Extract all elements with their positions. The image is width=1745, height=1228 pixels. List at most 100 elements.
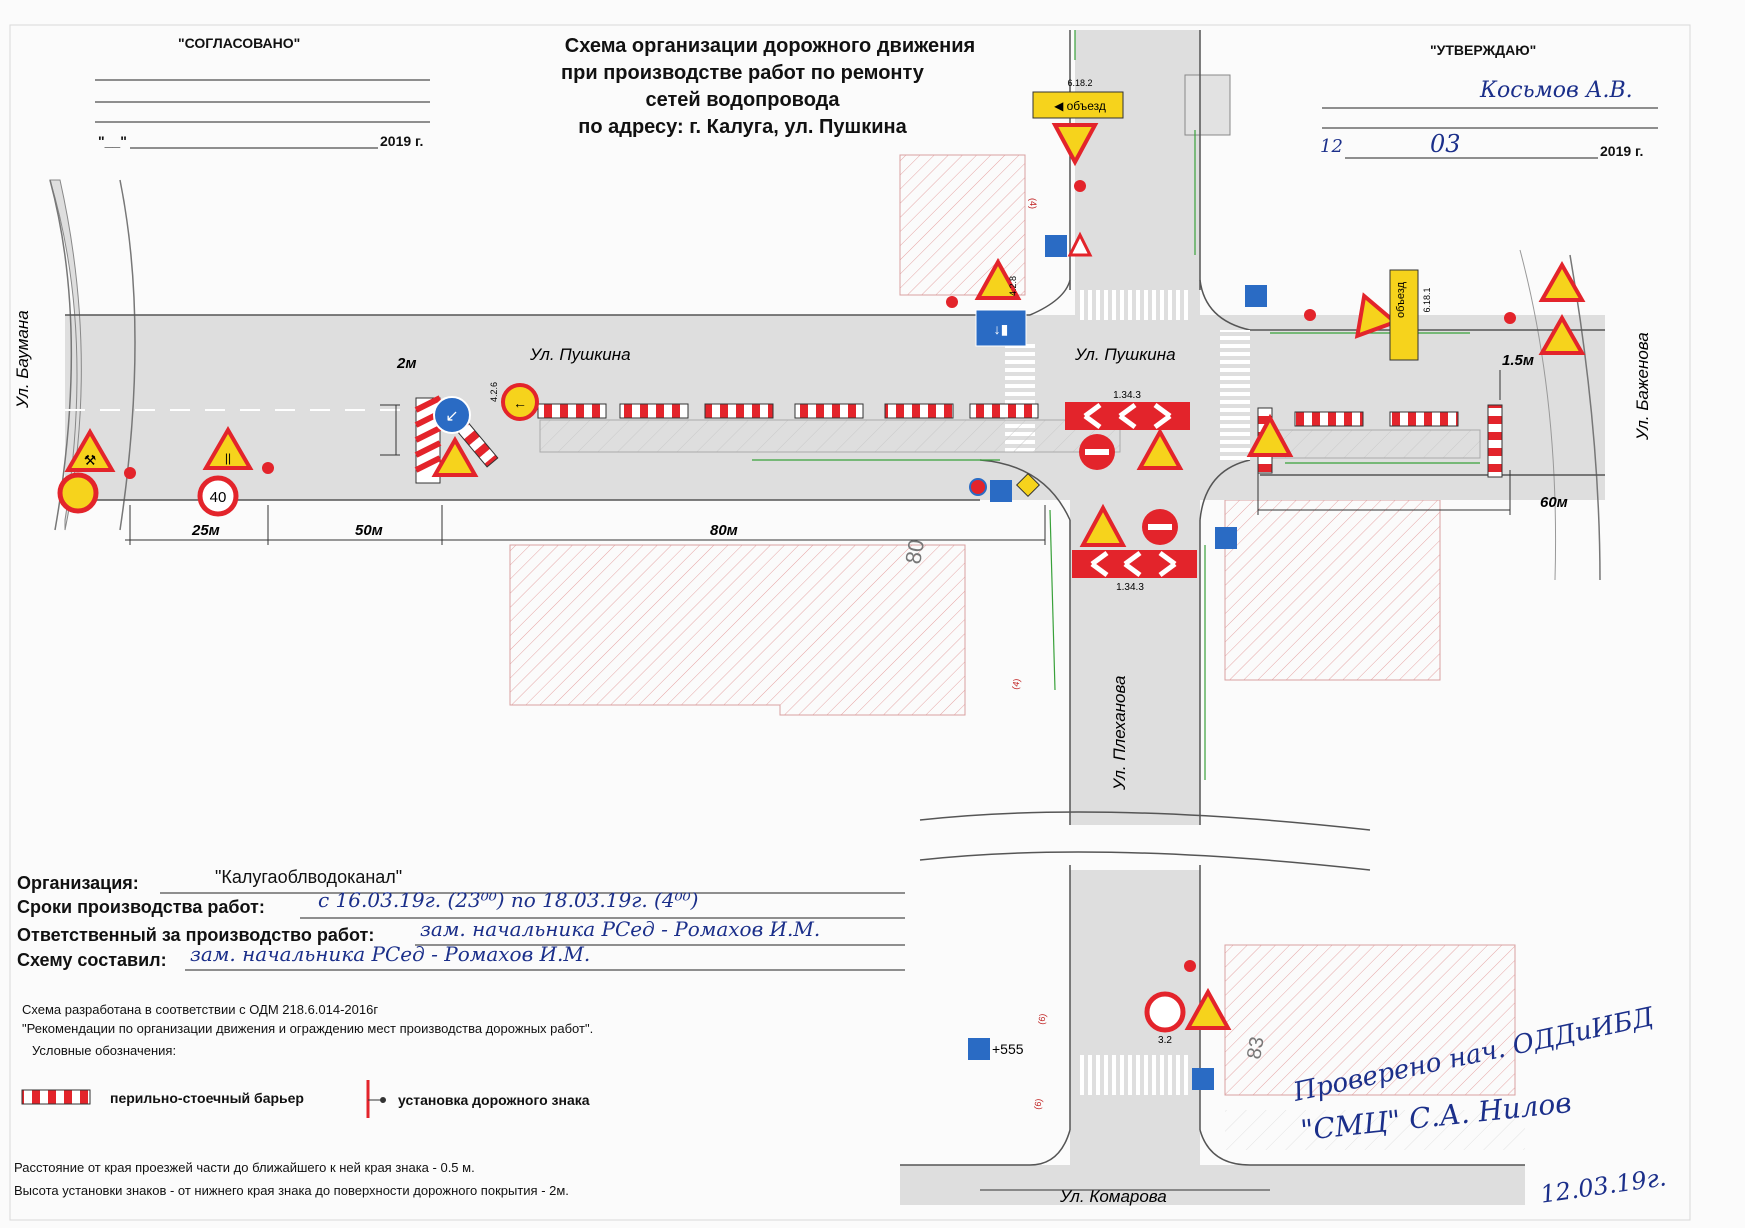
block-se-green [1225,1110,1525,1150]
building-83-number: 83 [1243,1035,1269,1061]
title-line-4: по адресу: г. Калуга, ул. Пушкина [578,116,907,138]
legend-sign-label: установка дорожного знака [398,1092,590,1108]
svg-text:←: ← [513,395,527,411]
org-label: Организация: [17,873,139,893]
title-line-3: сетей водопровода [645,89,840,111]
sign-roadworks-1: ⚒ [64,428,116,472]
crosswalk-s [1080,1055,1190,1095]
street-bazhenova: Ул. Баженова [1633,332,1652,441]
sign-roadworks-2 [431,435,479,477]
svg-text:↙: ↙ [445,408,458,425]
building-80 [509,544,966,716]
sign-roadworks-e2 [1538,313,1586,355]
approval-right-year: 2019 г. [1600,143,1644,159]
legend-title: Условные обозначения: [32,1043,177,1058]
sign-detour-arrow [433,396,471,434]
sign-32 [1144,991,1186,1033]
note-line-2: Высота установки знаков - от нижнего кра… [14,1183,569,1198]
approval-right-month: 03 [1430,130,1461,158]
detour-text: объезд [1395,281,1407,318]
sign-428 [975,309,1027,347]
marking-bottom-code: 1.34.3 [1116,582,1144,593]
approval-right-label: "УТВЕРЖДАЮ" [1430,42,1537,58]
approval-right-signer: Косьмов А.В. [1480,78,1633,103]
road-komarova [900,1165,1525,1205]
responsible-value: зам. начальника РСед - Ромахов И.М. [420,917,821,941]
sign-40 [197,475,239,517]
author-label: Схему составил: [17,950,167,970]
crosswalk-e [1220,330,1250,460]
svg-text:↓▮: ↓▮ [994,321,1009,337]
org-value: "Калугаоблводоканал" [215,867,403,887]
sign-crossing-n [1045,235,1067,257]
marking-top-code: 1.34.3 [1113,390,1141,401]
approval-right-day: 12 [1320,136,1343,157]
sign-roadworks-s [1184,987,1232,1030]
title-line-1: Схема организации дорожного движения [564,35,976,57]
dim-50: 50м [355,522,383,539]
street-pushkina-w: Ул. Пушкина [529,345,631,364]
sign-crossing-sw [968,1038,990,1060]
label-555: +555 [992,1041,1024,1057]
sign-main-road [1015,472,1041,498]
norm-line-1: Схема разработана в соответствии с ОДМ 2… [22,1002,379,1017]
street-baumana: Ул. Баумана [13,310,32,409]
sign-crossing-w [990,480,1012,502]
svg-text:||: || [225,451,231,465]
sign-no-overtake [57,472,99,514]
sign-narrowing-e [1538,260,1586,302]
sign-crossing-ne [1245,285,1267,307]
street-plekhanova: Ул. Плеханова [1110,676,1129,791]
norm-line-2: "Рекомендации по организации движения и … [22,1021,594,1036]
sign-roadworks-e3 [1246,413,1294,457]
dim-60: 60м [1540,494,1568,511]
sign-detour-6181 [1389,269,1419,361]
sign-1343-top [1065,402,1190,430]
approval-left-date: "__" [98,133,127,149]
road-north [1075,30,1200,320]
sign-6-label: (6) [1036,1013,1048,1026]
dim-15m: 1.5м [1502,352,1534,369]
building-ne-block [1224,499,1441,681]
green-fences [752,30,1480,780]
street-pushkina-e: Ул. Пушкина [1074,345,1176,364]
building-80-number: 80 [900,537,929,565]
dimension-lines [125,370,1511,1191]
approval-left-year: 2019 г. [380,133,424,149]
dim-80: 80м [710,522,738,539]
dim-25: 25м [191,522,220,539]
sign-keep-left [501,383,539,421]
work-zone-main [539,419,1121,453]
street-komarova: Ул. Комарова [1059,1187,1167,1206]
sign-32-code: 3.2 [1158,1035,1172,1046]
sign-6182-code: 6.18.2 [1067,78,1092,88]
road-baumana [49,179,82,531]
legend-barrier-label: перильно-стоечный барьер [110,1090,304,1106]
sign-roadworks-4 [1079,503,1127,547]
sign-roadworks-3 [1136,427,1184,470]
legend-barrier-icon [21,1089,91,1105]
sign-roadworks-n [1051,123,1099,167]
sign-428-code: 4.2.8 [1008,276,1018,296]
author-value: зам. начальника РСед - Ромахов И.М. [190,942,591,966]
responsible-label: Ответственный за производство работ: [17,925,375,945]
sign-roadworks-nw [974,257,1022,300]
note-line-1: Расстояние от края проезжей части до бли… [14,1160,475,1175]
sign-narrowing: || [202,426,254,470]
building-83 [1224,944,1516,1096]
sign-roadworks-e [1354,292,1399,339]
sign-6b-label: (6) [1032,1098,1044,1111]
approval-left-label: "СОГЛАСОВАНО" [178,35,301,51]
scheme-title: Схема организации дорожного движения при… [500,33,1040,141]
dim-2m: 2м [396,355,416,372]
title-line-2: при производстве работ по ремонту [561,62,924,84]
sign-4b-label: (4) [1010,678,1022,691]
sign-1343-bottom [1072,550,1197,578]
period-label: Сроки производства работ: [17,897,265,917]
sign-4-label: (4) [1028,198,1038,209]
sheet-border [9,24,1691,1221]
period-value: с 16.03.19г. (23⁰⁰) по 18.03.19г. (4⁰⁰) [318,888,699,912]
speed-40-text: 40 [210,489,227,506]
